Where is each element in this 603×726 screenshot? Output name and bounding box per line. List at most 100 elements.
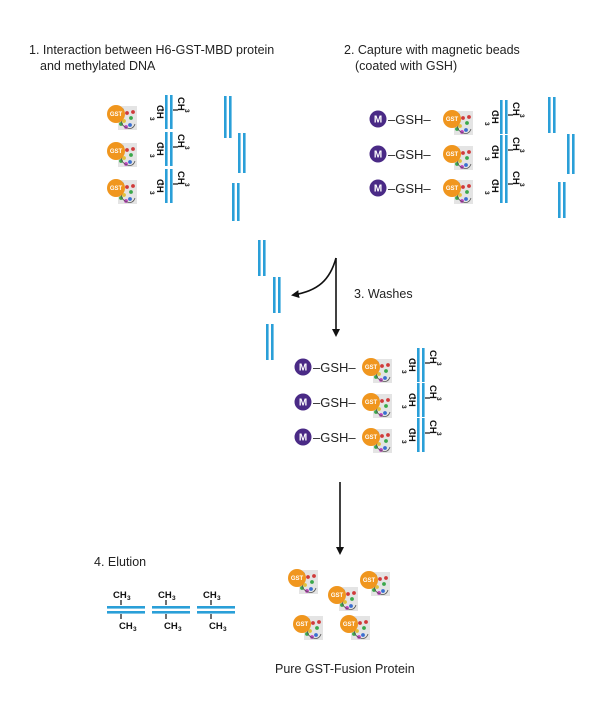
methyl-label-bottom: CH (164, 621, 178, 632)
protein-structure-dot (381, 589, 385, 593)
protein-structure-dot (125, 111, 129, 115)
gst-protein: GST (293, 615, 323, 640)
magnetic-bead: M (369, 179, 387, 197)
unmethylated-dna (567, 134, 575, 174)
unmethylated-dna (548, 97, 556, 133)
gst-circle (340, 615, 358, 633)
dna-strand (170, 132, 173, 166)
methyl-label-left: CH (154, 105, 165, 119)
methyl-subscript-left: 3 (400, 370, 407, 374)
protein-structure-dot (131, 147, 135, 151)
protein-structure-dot (467, 115, 471, 119)
protein-structure-dot (461, 185, 465, 189)
methyl-label-left: CH (154, 179, 165, 193)
gsh-linker: –GSH– (388, 181, 431, 196)
methyl-label-bottom: CH (119, 621, 133, 632)
methyl-subscript-left: 3 (483, 191, 490, 195)
protein-structure-dot (382, 582, 386, 586)
gst-protein: GST (360, 571, 390, 596)
step4-title: 4. Elution (94, 555, 147, 569)
dna-strand (563, 182, 566, 218)
protein-structure-dot (358, 621, 362, 625)
bead-label: M (374, 150, 382, 161)
protein-structure-dot (386, 433, 390, 437)
dna-strand (243, 133, 246, 173)
gst-label: GST (365, 365, 378, 371)
methyl-subscript-left: 3 (148, 117, 155, 121)
protein-structure-dot (383, 411, 387, 415)
gst-label: GST (331, 593, 344, 599)
protein-structure-dot (355, 629, 359, 633)
result-caption: Pure GST-Fusion Protein (275, 662, 415, 676)
dna-strand (558, 182, 561, 218)
protein-structure-dot (349, 604, 353, 608)
protein-structure-dot (384, 576, 388, 580)
gst-circle (288, 569, 306, 587)
protein-structure-dot (375, 585, 379, 589)
protein-structure-dot (378, 577, 382, 581)
protein-structure-dot (458, 124, 462, 128)
bead-label: M (299, 398, 307, 409)
dna-strand (224, 96, 227, 138)
dna-strand (417, 383, 420, 417)
protein-structure-dot (128, 160, 132, 164)
dna-strand (505, 169, 508, 203)
gst-circle (443, 145, 461, 163)
protein-structure-dot (308, 629, 312, 633)
methyl-subscript-left: 3 (400, 405, 407, 409)
unmethylated-dna (558, 182, 566, 218)
gst-circle (107, 179, 125, 197)
protein-structure-dot (465, 190, 469, 194)
protein-structure-dot (384, 439, 388, 443)
methyl-subscript-left: 3 (148, 154, 155, 158)
methyl-label-left: CH (406, 393, 417, 407)
dna-strand (165, 95, 168, 129)
dna-strand (422, 383, 425, 417)
protein-structure-dot (314, 633, 318, 637)
methyl-label-right: CH (510, 137, 521, 151)
methyl-label-right: CH (427, 385, 438, 399)
gst-protein: GST (288, 569, 318, 594)
unmethylated-dna (266, 324, 274, 360)
gst-protein: GST (107, 179, 137, 204)
dna-strand (170, 169, 173, 203)
protein-structure-dot (317, 620, 321, 624)
protein-structure-dot (383, 446, 387, 450)
dna-strand (572, 134, 575, 174)
gst-protein: GST (107, 142, 137, 167)
gst-protein: GST (362, 393, 392, 418)
bead-circle (294, 358, 312, 376)
bead-circle (294, 428, 312, 446)
protein-structure-dot (377, 372, 381, 376)
dna-strand (271, 324, 274, 360)
dna-strand (422, 348, 425, 382)
dna-strand (232, 183, 235, 221)
methyl-label-right: CH (427, 350, 438, 364)
protein-structure-dot (122, 119, 126, 123)
protein-structure-dot (458, 193, 462, 197)
step3-title: 3. Washes (354, 287, 413, 301)
dna-strand (417, 348, 420, 382)
dna-strand (500, 135, 503, 169)
gst-label: GST (446, 117, 459, 123)
protein-structure-dot (131, 110, 135, 114)
step1-title-line1: 1. Interaction between H6-GST-MBD protei… (29, 43, 275, 57)
dna-strand (278, 277, 281, 313)
gsh-linker: –GSH– (388, 147, 431, 162)
gsh-linker: –GSH– (313, 360, 356, 375)
methyl-label-top: CH (113, 590, 127, 601)
gst-protein: GST (107, 105, 137, 130)
gst-label: GST (365, 400, 378, 406)
protein-structure-dot (352, 591, 356, 595)
dna-strand (152, 611, 190, 614)
dna-strand (237, 183, 240, 221)
gst-circle (328, 586, 346, 604)
protein-structure-dot (309, 587, 313, 591)
methyl-subscript-right: 3 (435, 432, 442, 436)
dna-strand (548, 97, 551, 133)
